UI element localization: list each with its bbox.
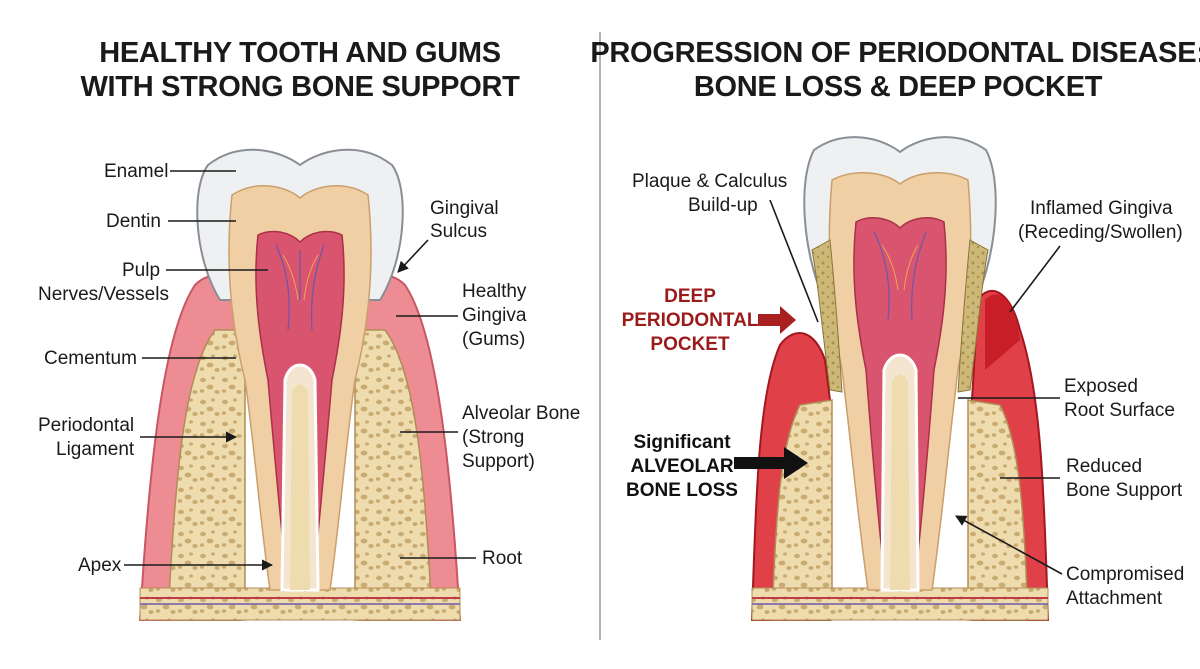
- label-attach-2: Attachment: [1066, 588, 1163, 609]
- label-exposed-2: Root Surface: [1064, 400, 1175, 421]
- boneloss-arrow-icon: [734, 447, 808, 479]
- label-gingiva-2: Gingiva: [462, 305, 527, 326]
- label-bone-3: Support): [462, 451, 535, 472]
- label-nerves-vessels: Nerves/Vessels: [38, 284, 169, 305]
- diseased-tooth-illustration: [750, 136, 1050, 621]
- label-reduced-1: Reduced: [1066, 456, 1142, 477]
- right-title-line2: BONE LOSS & DEEP POCKET: [694, 71, 1103, 103]
- label-dentin: Dentin: [106, 211, 161, 232]
- label-pulp: Pulp: [122, 260, 160, 281]
- label-cementum: Cementum: [44, 348, 137, 369]
- label-pocket-3: POCKET: [650, 334, 730, 355]
- right-title-line1: PROGRESSION OF PERIODONTAL DISEASE:: [590, 37, 1200, 69]
- label-boneloss-3: BONE LOSS: [626, 480, 738, 501]
- healthy-alveolar-bone: [167, 329, 433, 621]
- label-apex: Apex: [78, 555, 122, 576]
- label-root: Root: [482, 548, 523, 569]
- label-inflamed-2: (Receding/Swollen): [1018, 222, 1183, 243]
- label-sulcus-2: Sulcus: [430, 221, 487, 242]
- label-inflamed-1: Inflamed Gingiva: [1030, 198, 1173, 219]
- label-enamel: Enamel: [104, 161, 168, 182]
- label-attach-1: Compromised: [1066, 564, 1184, 585]
- left-title-line1: HEALTHY TOOTH AND GUMS: [99, 37, 501, 69]
- label-reduced-2: Bone Support: [1066, 480, 1183, 501]
- plaque-calculus: [811, 239, 989, 393]
- healthy-tooth-illustration: [138, 148, 462, 621]
- label-plaque-1: Plaque & Calculus: [632, 171, 787, 192]
- label-pocket-1: DEEP: [664, 286, 716, 307]
- label-sulcus-1: Gingival: [430, 198, 499, 219]
- left-title-line2: WITH STRONG BONE SUPPORT: [80, 71, 520, 103]
- label-bone-1: Alveolar Bone: [462, 403, 580, 424]
- label-periodontal-1: Periodontal: [38, 415, 134, 436]
- label-boneloss-1: Significant: [633, 432, 731, 453]
- label-pocket-2: PERIODONTAL: [622, 310, 759, 331]
- label-exposed-1: Exposed: [1064, 376, 1138, 397]
- pocket-arrow-icon: [758, 306, 796, 334]
- label-periodontal-2: Ligament: [56, 439, 135, 460]
- label-plaque-2: Build-up: [688, 195, 758, 216]
- label-bone-2: (Strong: [462, 427, 524, 448]
- label-boneloss-2: ALVEOLAR: [630, 456, 733, 477]
- label-gingiva-3: (Gums): [462, 329, 525, 350]
- label-gingiva-1: Healthy: [462, 281, 527, 302]
